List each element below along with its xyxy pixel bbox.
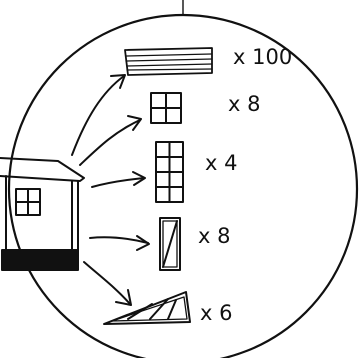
arrow-to-square-window xyxy=(80,116,141,165)
arrow-to-planks xyxy=(72,75,125,155)
arrow-to-braced-panel xyxy=(90,236,149,250)
quantity-label-planks: x 100 xyxy=(233,45,292,69)
quantity-label-square-window: x 8 xyxy=(228,92,260,116)
quantity-label-truss: x 6 xyxy=(200,301,232,325)
braced-panel-icon xyxy=(160,218,180,270)
truss-icon xyxy=(104,292,190,324)
quantity-label-tall-window: x 4 xyxy=(205,151,237,175)
tall-window-icon xyxy=(156,142,183,202)
arrow-to-tall-window xyxy=(92,172,145,187)
arrows xyxy=(72,75,149,305)
arrow-to-truss xyxy=(84,262,131,305)
plank-stack-icon xyxy=(125,48,212,75)
house-icon xyxy=(0,158,84,270)
square-window-icon xyxy=(151,93,181,123)
quantity-label-braced-panel: x 8 xyxy=(198,224,230,248)
